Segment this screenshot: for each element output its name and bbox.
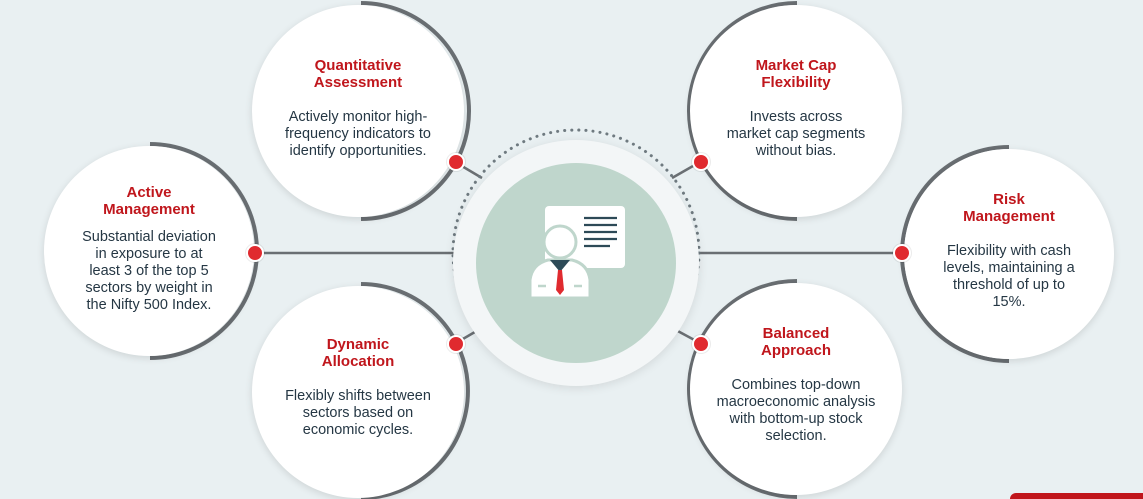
connector-dot-quantitative-assessment [447,153,465,171]
footer-accent-bar [1010,493,1143,499]
node-title: Balanced Approach [760,325,831,359]
node-description: Substantial deviation in exposure to at … [82,229,216,313]
node-market-cap-flexibility: Market Cap Flexibility Invests across ma… [690,5,902,217]
node-description: Flexibility with cash levels, maintainin… [943,243,1075,310]
connector-dot-risk-management [893,244,911,262]
connector-dot-dynamic-allocation [447,335,465,353]
connector-dot-market-cap-flexibility [692,153,710,171]
node-balanced-approach: Balanced Approach Combines top-down macr… [690,283,902,495]
arc-quantitative-assessment [360,1,471,221]
node-dynamic-allocation: Dynamic Allocation Flexibly shifts betwe… [252,286,464,498]
node-title: Active Management [103,184,195,218]
node-title: Market Cap Flexibility [755,57,837,91]
businessman-with-document-icon [528,206,625,300]
connector-dot-active-management [246,244,264,262]
arc-balanced-approach [687,279,798,499]
node-title: Dynamic Allocation [321,336,395,370]
node-title: Risk Management [963,191,1055,225]
node-active-management: Active Management Substantial deviation … [44,146,254,356]
node-description: Actively monitor high- frequency indicat… [285,109,431,159]
arc-market-cap-flexibility [687,1,798,221]
node-description: Combines top-down macroeconomic analysis… [716,377,876,444]
node-description: Invests across market cap segments witho… [726,109,866,159]
node-quantitative-assessment: Quantitative Assessment Actively monitor… [252,5,464,217]
connector-dot-balanced-approach [692,335,710,353]
node-description: Flexibly shifts between sectors based on… [285,388,431,438]
node-risk-management: Risk Management Flexibility with cash le… [904,149,1114,359]
arc-dynamic-allocation [360,282,470,499]
node-title: Quantitative Assessment [313,57,403,91]
